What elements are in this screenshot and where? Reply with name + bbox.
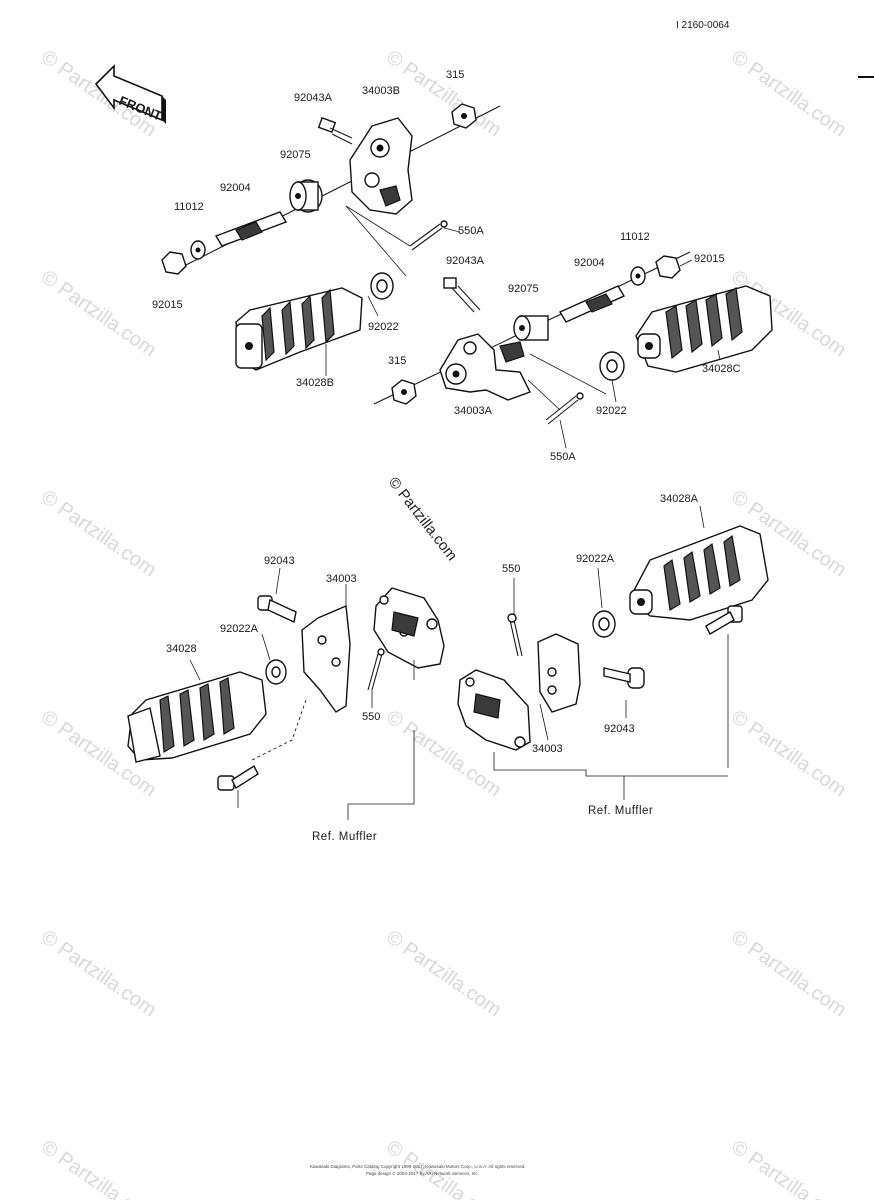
label-550A-mid: 550A	[550, 451, 576, 463]
label-34003A: 34003A	[454, 405, 493, 417]
footer-line-1: Kawasaki Diagrams, Parts Catalog Copyrig…	[310, 1164, 526, 1169]
watermark-text: © Partzilla.com	[727, 46, 850, 141]
watermark-text: © Partzilla.com	[37, 266, 160, 361]
page-edge-mark	[858, 76, 874, 78]
label-34028B: 34028B	[296, 377, 334, 389]
watermark-text: © Partzilla.com	[37, 486, 160, 581]
label-92043-left: 92043	[264, 555, 295, 567]
watermark-text: © Partzilla.com	[727, 706, 850, 801]
label-550-left: 550	[362, 711, 380, 723]
watermark-text: © Partzilla.com	[727, 1136, 850, 1200]
center-watermark: © Partzilla.com	[385, 474, 461, 564]
ref-muffler-left: Ref. Muffler	[312, 831, 377, 843]
part-labels: 92043A 34003B 315 92075 92004 11012 550A…	[152, 69, 741, 843]
watermark-text: © Partzilla.com	[382, 926, 505, 1021]
upper-left-assembly	[161, 103, 501, 376]
label-34003-left: 34003	[326, 573, 357, 585]
diagram-id: I 2160-0064	[676, 20, 730, 31]
label-92022A-right: 92022A	[576, 553, 615, 565]
label-92022-left: 92022	[368, 321, 399, 333]
label-315-top: 315	[446, 69, 464, 81]
label-92022A-left: 92022A	[220, 623, 259, 635]
watermark-text: © Partzilla.com	[727, 926, 850, 1021]
watermark-text: © Partzilla.com	[37, 1136, 160, 1200]
label-92004-left: 92004	[220, 182, 251, 194]
label-11012-right: 11012	[620, 231, 650, 243]
label-92075-left: 92075	[280, 149, 311, 161]
upper-right-assembly	[373, 251, 773, 449]
label-11012-left: 11012	[174, 201, 204, 213]
ref-muffler-right: Ref. Muffler	[588, 805, 653, 817]
label-92043A-top: 92043A	[294, 92, 333, 104]
lower-right-assembly	[457, 505, 769, 800]
label-34003-right: 34003	[532, 743, 563, 755]
label-34028C: 34028C	[702, 363, 741, 375]
label-550-right: 550	[502, 563, 520, 575]
watermark-text: © Partzilla.com	[37, 926, 160, 1021]
label-34003B: 34003B	[362, 85, 400, 97]
label-92004-right: 92004	[574, 257, 605, 269]
lower-left-assembly	[127, 567, 445, 820]
label-92015-left: 92015	[152, 299, 183, 311]
label-315-mid: 315	[388, 355, 406, 367]
label-92043-right: 92043	[604, 723, 635, 735]
label-92043A-mid: 92043A	[446, 255, 485, 267]
label-92022-right: 92022	[596, 405, 627, 417]
label-34028: 34028	[166, 643, 197, 655]
label-34028A: 34028A	[660, 493, 699, 505]
label-92015-right: 92015	[694, 253, 725, 265]
footer: Kawasaki Diagrams, Parts Catalog Copyrig…	[310, 1164, 526, 1176]
label-92075-right: 92075	[508, 283, 539, 295]
footer-line-2: Page design © 2004-2017 by ARI Network S…	[366, 1170, 479, 1176]
label-550A-top: 550A	[458, 225, 484, 237]
